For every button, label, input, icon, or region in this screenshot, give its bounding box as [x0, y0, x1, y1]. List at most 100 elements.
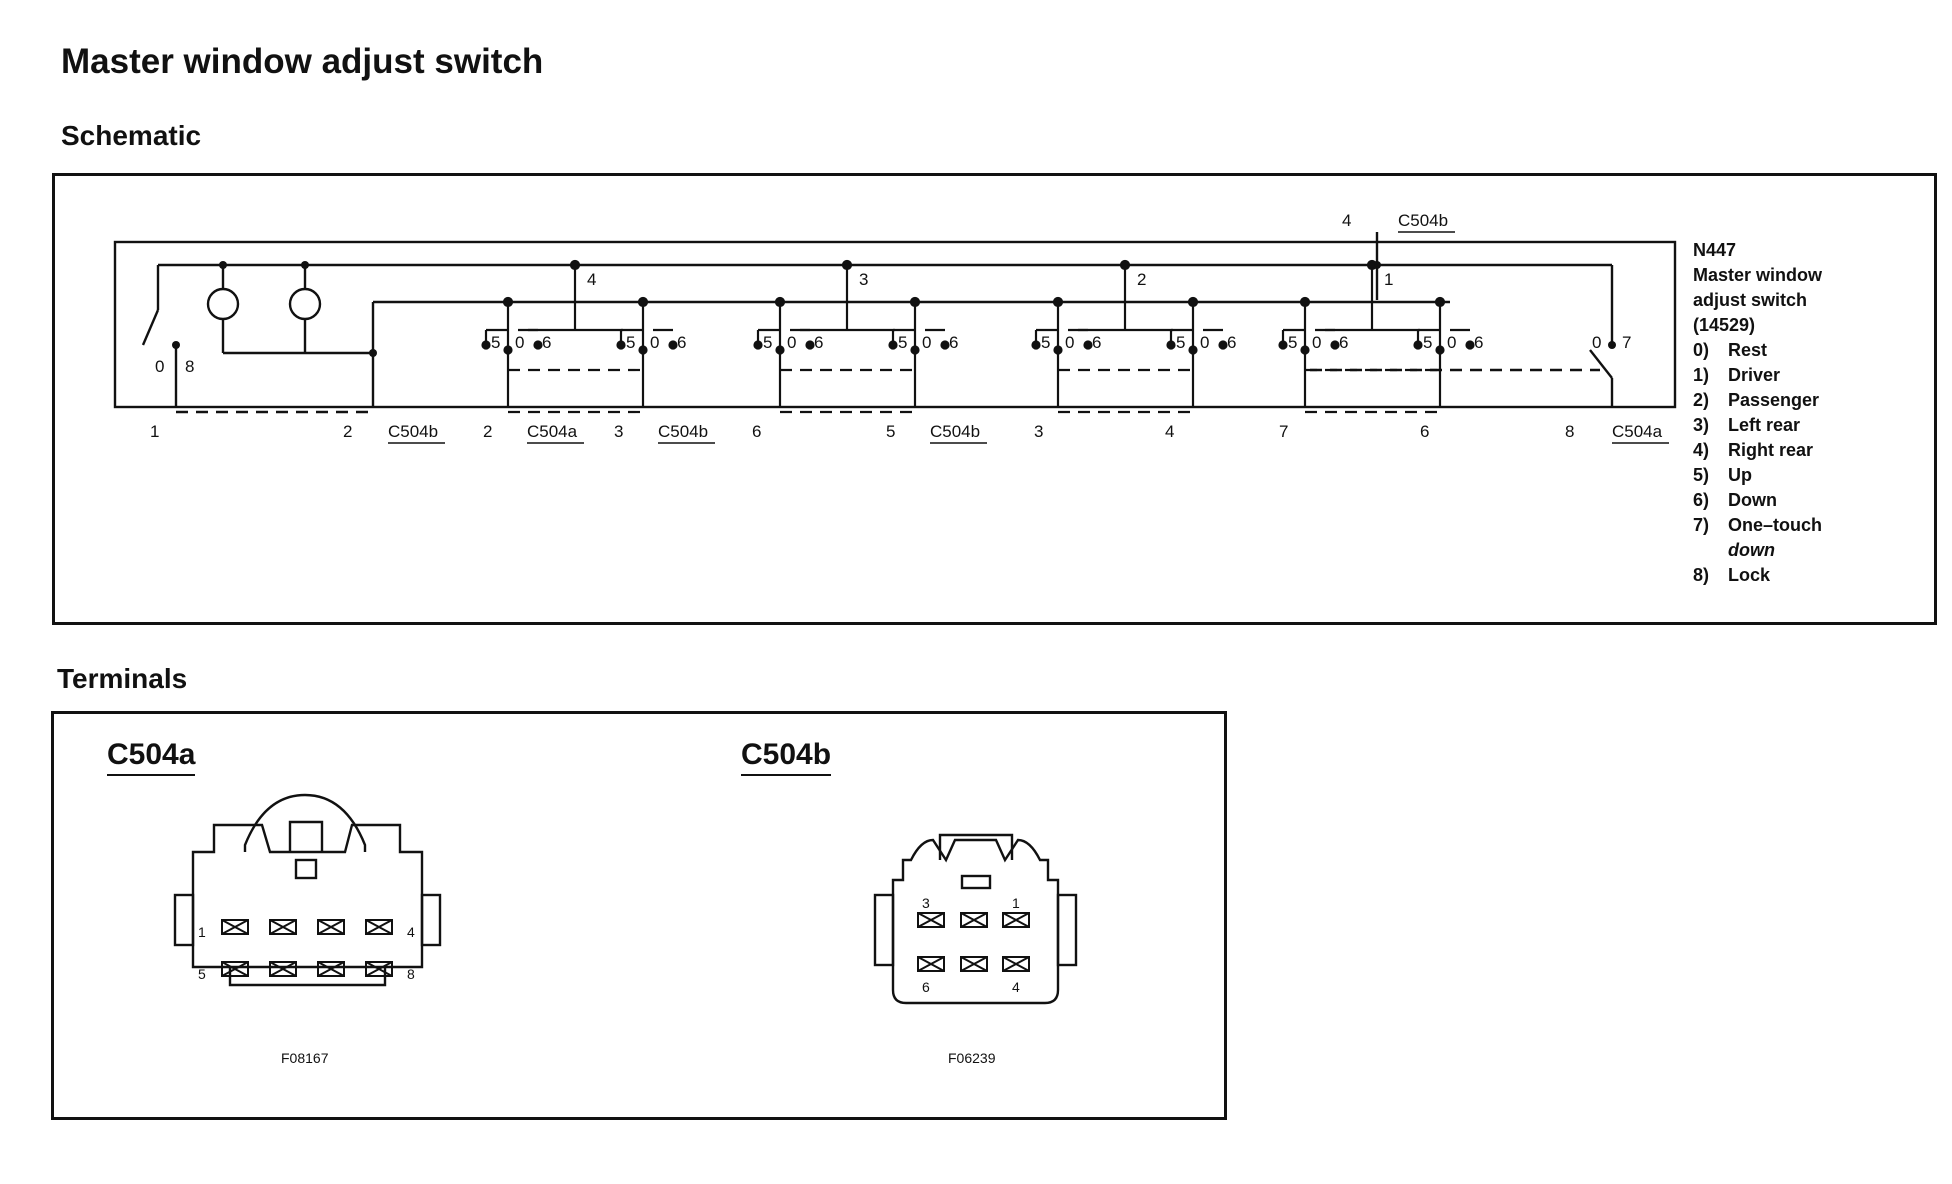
- up-contact-label: 5: [1041, 333, 1050, 352]
- contact-dot: [1053, 345, 1063, 355]
- lock-switch-label-right: 8: [185, 357, 194, 376]
- contact-dot: [1083, 340, 1093, 350]
- down-contact-label: 6: [542, 333, 551, 352]
- junction-dot: [774, 296, 786, 308]
- legend-item-label: down: [1728, 540, 1775, 560]
- pin-row-connector-label: C504a: [527, 422, 578, 441]
- contact-dot: [1413, 340, 1423, 350]
- junction-dot: [1052, 296, 1064, 308]
- junction-dot: [1119, 259, 1131, 271]
- rest-contact-label: 0: [1447, 333, 1456, 352]
- pin-row-connector-label: C504b: [658, 422, 708, 441]
- pin-row-number: 5: [886, 422, 895, 441]
- up-contact-label: 5: [491, 333, 500, 352]
- legend-item-label: Passenger: [1728, 390, 1820, 410]
- pin-row-number: 4: [1165, 422, 1174, 441]
- c504b-figure-code: F06239: [948, 1050, 996, 1066]
- junction-dot: [1366, 259, 1378, 271]
- pin-row-number: 1: [150, 422, 159, 441]
- component-code: N447: [1693, 240, 1737, 260]
- down-contact-label: 6: [1339, 333, 1348, 352]
- contact-dot: [775, 345, 785, 355]
- c504b-title: C504b: [741, 738, 832, 776]
- top-connector-label: C504b: [1398, 211, 1448, 230]
- junction-dot: [369, 349, 377, 357]
- lock-switch-blade: [141, 309, 160, 346]
- schematic-heading: Schematic: [61, 120, 202, 151]
- legend-item-number: 3): [1693, 415, 1710, 435]
- up-contact-label: 5: [898, 333, 907, 352]
- legend-item-label: Up: [1728, 465, 1752, 485]
- legend-item-label: Down: [1728, 490, 1777, 510]
- legend-item: 2) Passenger: [1693, 388, 1822, 413]
- legend: N447 Master window adjust switch (14529)…: [1693, 238, 1822, 588]
- junction-dot: [569, 259, 581, 271]
- contact-dot: [616, 340, 626, 350]
- pin-row-number: 2: [483, 422, 492, 441]
- junction-dot: [637, 296, 649, 308]
- component-name-line1: Master window: [1693, 265, 1823, 285]
- contact-dot: [1278, 340, 1288, 350]
- junction-dot: [841, 259, 853, 271]
- pin-row-number: 7: [1279, 422, 1288, 441]
- legend-item: 4) Right rear: [1693, 438, 1822, 463]
- component-name-line2: adjust switch: [1693, 290, 1808, 310]
- c504a-figure-code: F08167: [281, 1050, 329, 1066]
- legend-item-number: [1693, 538, 1728, 563]
- contact-dot: [533, 340, 543, 350]
- terminals-frame: [51, 711, 1227, 1120]
- contact-dot: [1188, 345, 1198, 355]
- led2-icon: [288, 287, 322, 321]
- rest-contact-label: 0: [650, 333, 659, 352]
- pin-row-number: 3: [1034, 422, 1043, 441]
- top-pin-label: 4: [1342, 211, 1351, 230]
- legend-item-number: 7): [1693, 515, 1710, 535]
- legend-item-number: 0): [1693, 340, 1710, 360]
- junction-dot: [1434, 296, 1446, 308]
- window-bus-label: 2: [1137, 270, 1146, 289]
- down-contact-label: 6: [677, 333, 686, 352]
- contact-dot: [1300, 345, 1310, 355]
- junction-dot: [219, 261, 227, 269]
- component-part-number: (14529): [1693, 315, 1756, 335]
- contact-dot: [1435, 345, 1445, 355]
- down-contact-label: 6: [1474, 333, 1483, 352]
- contact-dot: [940, 340, 950, 350]
- up-contact-label: 5: [1423, 333, 1432, 352]
- c504a-title: C504a: [107, 738, 196, 776]
- contact-dot: [805, 340, 815, 350]
- contact-dot: [1465, 340, 1475, 350]
- pin-row-number: 2: [343, 422, 352, 441]
- legend-item: 5)Up: [1693, 463, 1822, 488]
- junction-dot: [909, 296, 921, 308]
- contact-dot: [481, 340, 491, 350]
- onetouch-switch-blade: [1589, 349, 1613, 379]
- onetouch-switch-label-left: 0: [1592, 333, 1601, 352]
- up-contact-label: 5: [763, 333, 772, 352]
- rest-contact-label: 0: [1065, 333, 1074, 352]
- junction-dot: [301, 261, 309, 269]
- legend-item: 7)One–touch: [1693, 513, 1822, 538]
- pin-row-connector-label: C504a: [1612, 422, 1663, 441]
- pin-row-number: 6: [1420, 422, 1429, 441]
- pin-row-number: 3: [614, 422, 623, 441]
- legend-item-number: 8): [1693, 565, 1710, 585]
- legend-item-number: 2): [1693, 390, 1710, 410]
- terminals-heading: Terminals: [57, 663, 188, 694]
- down-contact-label: 6: [1092, 333, 1101, 352]
- legend-item-label: Left rear: [1728, 415, 1801, 435]
- pin-row-number: 6: [752, 422, 761, 441]
- window-bus-label: 3: [859, 270, 868, 289]
- up-contact-label: 5: [626, 333, 635, 352]
- window-bus-label: 1: [1384, 270, 1393, 289]
- rest-contact-label: 0: [787, 333, 796, 352]
- led1-icon: [206, 287, 240, 321]
- legend-item-label: Right rear: [1728, 440, 1814, 460]
- legend-item-number: 4): [1693, 440, 1710, 460]
- lock-switch-label-left: 0: [155, 357, 164, 376]
- contact-dot: [910, 345, 920, 355]
- schematic-frame: [52, 173, 1937, 625]
- contact-dot: [753, 340, 763, 350]
- legend-item: down: [1693, 538, 1822, 563]
